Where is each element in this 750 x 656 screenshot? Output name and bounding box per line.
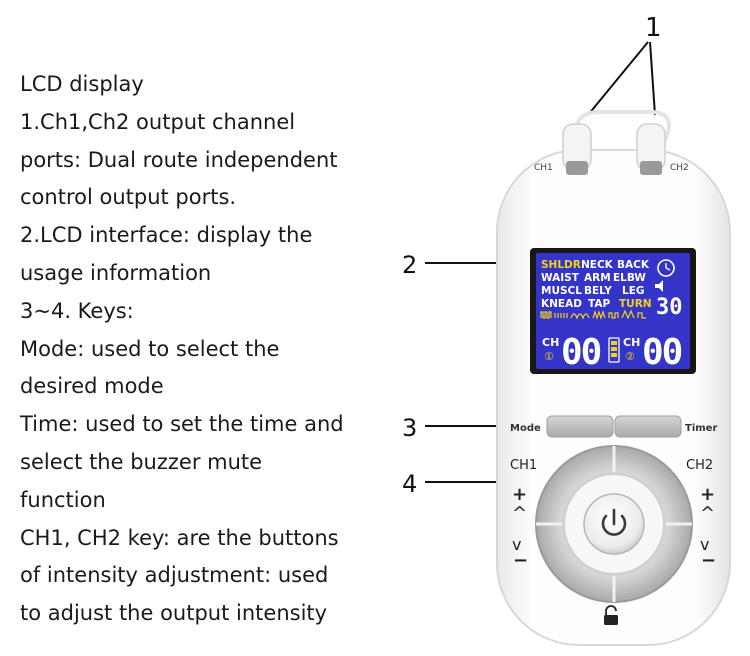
lcd-bely: BELY: [584, 285, 612, 297]
lcd-ch2-number: ②: [625, 350, 635, 363]
desc-line: usage information: [20, 260, 212, 285]
port-label-ch2: CH2: [670, 163, 689, 173]
lcd-ch1-tag: CH: [542, 336, 559, 349]
description-text: LCD display 1.Ch1,Ch2 output channel por…: [20, 66, 360, 633]
ch1-port-plug: [562, 123, 592, 175]
ch2-up: ^: [700, 503, 715, 524]
ch2-plus: +: [700, 484, 715, 505]
desc-line: LCD display: [20, 72, 144, 96]
lcd-arm: ARM: [584, 272, 611, 284]
callout-1: 1: [645, 13, 662, 43]
lcd-screen: SHLDR NECK BACK WAIST ARM ELBW MUSCL BEL…: [530, 248, 696, 374]
ch1-down: v: [512, 535, 521, 554]
lcd-waist: WAIST: [541, 272, 580, 284]
mode-label: Mode: [510, 423, 541, 434]
desc-line: CH1, CH2 key: are the buttons: [20, 525, 339, 550]
port-label-ch1: CH1: [534, 163, 553, 173]
callout-4: 4: [402, 470, 417, 498]
lcd-turn: TURN: [619, 298, 652, 310]
power-icon: [601, 508, 627, 536]
battery-icon: [608, 337, 620, 363]
timer-button[interactable]: [614, 415, 682, 438]
desc-line: 1.Ch1,Ch2 output channel: [20, 109, 296, 134]
clock-icon: [657, 259, 675, 277]
desc-line: of intensity adjustment: used: [20, 563, 329, 588]
desc-line: select the buzzer mute: [20, 449, 263, 474]
lcd-back: BACK: [617, 259, 650, 271]
desc-line: ports: Dual route independent: [20, 147, 338, 172]
lcd-tap: TAP: [588, 298, 610, 310]
ring-dividers: [536, 446, 692, 602]
lcd-shldr: SHLDR: [541, 259, 581, 271]
lcd-timer-value: 30: [656, 295, 683, 320]
desc-line: Mode: used to select the: [20, 336, 280, 361]
callout-2: 2: [402, 251, 417, 279]
lcd-ch2-tag: CH: [623, 336, 640, 349]
ch2-port-plug: [636, 123, 666, 175]
desc-line: to adjust the output intensity: [20, 601, 328, 626]
ch1-minus: −: [513, 550, 528, 571]
lcd-knead: KNEAD: [541, 298, 582, 310]
callout-3: 3: [402, 414, 417, 442]
ch1-up: ^: [512, 503, 527, 524]
ch2-down: v: [700, 535, 709, 554]
desc-line: desired mode: [20, 374, 164, 399]
lcd-ch1-number: ①: [544, 350, 554, 363]
ch2-minus: −: [701, 550, 716, 571]
lcd-neck: NECK: [581, 259, 614, 271]
ch2-label: CH2: [686, 458, 713, 473]
lcd-muscl: MUSCL: [541, 285, 582, 297]
lock-icon: [604, 605, 618, 625]
desc-line: Time: used to set the time and: [20, 412, 344, 437]
ch1-plus: +: [512, 484, 527, 505]
desc-line: 3~4. Keys:: [20, 298, 134, 323]
desc-line: 2.LCD interface: display the: [20, 223, 313, 248]
ch1-label: CH1: [510, 458, 537, 473]
lcd-ch1-value: 00: [561, 332, 601, 373]
lcd-leg: LEG: [622, 285, 644, 297]
waveform-icons: [540, 309, 646, 320]
speaker-icon: [655, 280, 663, 292]
lcd-elbw: ELBW: [613, 272, 646, 284]
timer-label: Timer: [685, 423, 717, 434]
desc-line: control output ports.: [20, 185, 237, 210]
mode-button[interactable]: [546, 415, 614, 438]
desc-line: function: [20, 487, 106, 512]
lcd-ch2-value: 00: [642, 332, 682, 373]
